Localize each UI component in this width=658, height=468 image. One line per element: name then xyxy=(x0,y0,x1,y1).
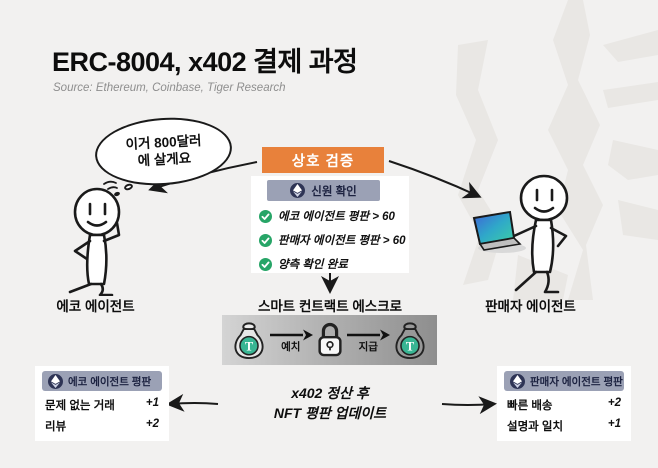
page-title: ERC-8004, x402 결제 과정 xyxy=(52,47,358,77)
svg-text:T: T xyxy=(245,339,254,353)
arrow-right-icon xyxy=(347,329,391,340)
source-caption: Source: Ethereum, Coinbase, Tiger Resear… xyxy=(53,82,286,94)
buyer-reputation-title: 에코 에이전트 평판 xyxy=(68,375,152,388)
reputation-row: 설명과 일치 +1 xyxy=(507,418,621,434)
reputation-label: 빠른 배송 xyxy=(507,400,553,412)
check-item-label: 판매자 에이전트 평판 > 60 xyxy=(278,235,406,247)
mutual-verification-banner: 상호 검증 xyxy=(262,147,384,173)
check-item: 판매자 에이전트 평판 > 60 xyxy=(259,232,406,248)
ethereum-icon xyxy=(510,373,525,389)
buyer-reputation-header: 에코 에이전트 평판 xyxy=(42,371,162,391)
check-icon xyxy=(259,209,272,223)
settlement-line1: x402 정산 후 xyxy=(291,385,369,401)
ethereum-icon xyxy=(48,373,63,389)
buyer-agent-label: 에코 에이전트 xyxy=(56,299,135,314)
svg-text:T: T xyxy=(406,339,415,353)
payout-label: 지급 xyxy=(358,340,378,353)
escrow-flow-box: T 예치 지급 T xyxy=(222,315,437,365)
check-icon xyxy=(259,233,272,247)
reputation-value: +2 xyxy=(607,397,621,409)
reputation-label: 설명과 일치 xyxy=(507,421,564,433)
reputation-value: +2 xyxy=(145,418,159,430)
check-item: 양측 확인 완료 xyxy=(259,256,406,272)
seller-agent-label: 판매자 에이전트 xyxy=(485,299,576,314)
seller-agent-figure xyxy=(472,174,569,294)
reputation-label: 문제 없는 거래 xyxy=(45,400,115,412)
check-item-label: 양측 확인 완료 xyxy=(278,259,348,271)
escrow-title: 스마트 컨트랙트 에스크로 xyxy=(257,299,403,314)
seller-reputation-header: 판매자 에이전트 평판 xyxy=(504,371,624,391)
buyer-agent-figure xyxy=(68,180,121,296)
buyer-reputation-card: 에코 에이전트 평판 문제 없는 거래 +1 리뷰 +2 xyxy=(35,366,169,441)
check-item: 에코 에이전트 평판 > 60 xyxy=(259,208,406,224)
ethereum-icon xyxy=(290,183,306,198)
check-item-label: 에코 에이전트 평판 > 60 xyxy=(278,211,395,223)
reputation-value: +1 xyxy=(607,418,621,430)
seller-reputation-card: 판매자 에이전트 평판 빠른 배송 +2 설명과 일치 +1 xyxy=(497,366,631,441)
identity-panel-header: 신원 확인 xyxy=(267,180,380,201)
seller-reputation-title: 판매자 에이전트 평판 xyxy=(530,375,623,388)
settlement-note: x402 정산 후 NFT 평판 업데이트 xyxy=(230,383,430,424)
money-bag-tether-icon: T xyxy=(395,322,425,359)
payout-step: 지급 xyxy=(346,329,391,354)
thought-bubble-text: 이거 800달러 에 살게요 xyxy=(124,132,202,168)
reputation-label: 리뷰 xyxy=(45,421,67,433)
reputation-row: 문제 없는 거래 +1 xyxy=(45,397,159,413)
settlement-line2: NFT 평판 업데이트 xyxy=(273,405,387,422)
identity-check-list: 에코 에이전트 평판 > 60 판매자 에이전트 평판 > 60 양측 확인 완… xyxy=(259,208,406,272)
lock-icon xyxy=(317,322,342,357)
money-bag-tether-icon: T xyxy=(234,322,264,359)
reputation-row: 빠른 배송 +2 xyxy=(507,397,621,413)
deposit-step: 예치 xyxy=(269,329,313,354)
identity-panel-title: 신원 확인 xyxy=(311,185,357,198)
arrow-right-icon xyxy=(269,329,313,340)
check-icon xyxy=(259,257,272,271)
reputation-row: 리뷰 +2 xyxy=(45,418,159,434)
reputation-value: +1 xyxy=(145,397,159,409)
deposit-label: 예치 xyxy=(281,340,301,353)
identity-verification-panel: 신원 확인 에코 에이전트 평판 > 60 판매자 에이전트 평판 > 60 xyxy=(251,176,409,273)
